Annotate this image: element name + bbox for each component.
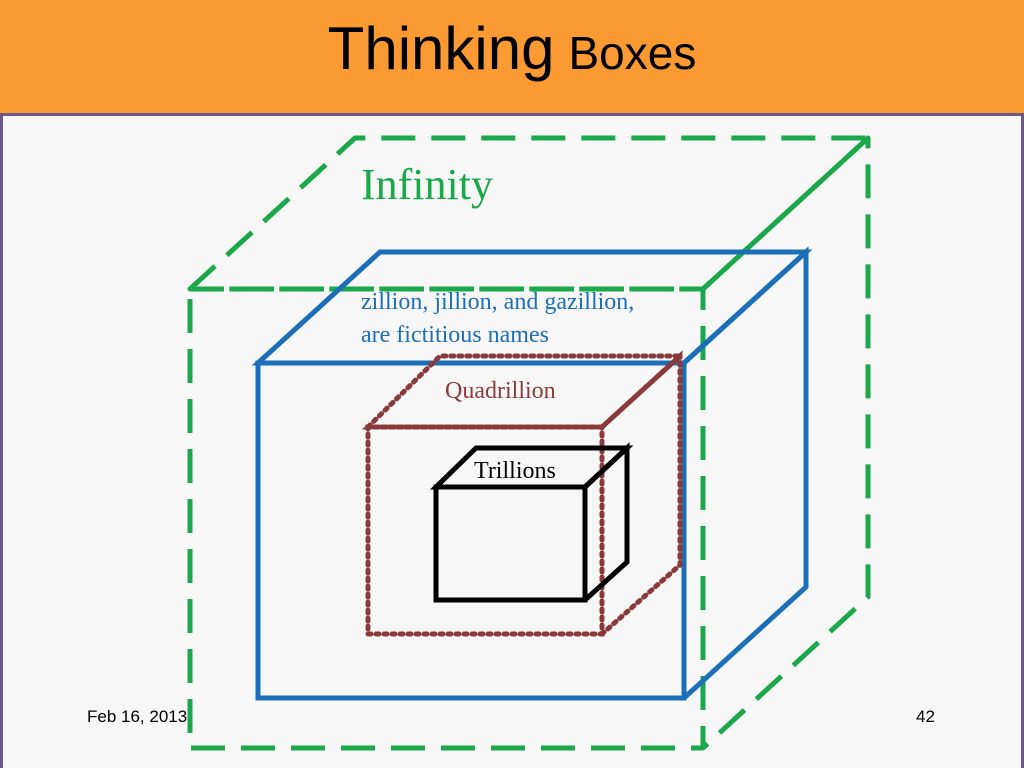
footer-date: Feb 16, 2013: [87, 707, 188, 726]
frame-right-border: [1021, 116, 1024, 768]
infinity-box-side-face: [701, 135, 871, 750]
trillions-label: Trillions: [474, 458, 556, 484]
quadrillion-box-side-face: [599, 350, 683, 637]
zillion-box: [251, 246, 813, 701]
trillions-box-side-face: [583, 442, 630, 602]
infinity-box: [187, 135, 871, 751]
page-number: 42: [916, 707, 935, 726]
quadrillion-label: Quadrillion: [445, 378, 556, 404]
slide-title-word-thinking: Thinking: [327, 15, 555, 82]
infinity-label: Infinity: [361, 160, 493, 209]
zillion-label-line2: are fictitious names: [361, 322, 549, 348]
frame-left-border: [0, 116, 3, 768]
trillions-box-front-face: [433, 484, 588, 603]
quadrillion-box: [361, 350, 687, 637]
slide-title-word-boxes: Boxes: [568, 27, 697, 79]
zillion-box-side-face: [682, 246, 809, 700]
zillion-label-line1: zillion, jillion, and gazillion,: [361, 289, 634, 315]
infinity-box-top-face: [187, 135, 871, 292]
trillions-box: [429, 442, 634, 603]
